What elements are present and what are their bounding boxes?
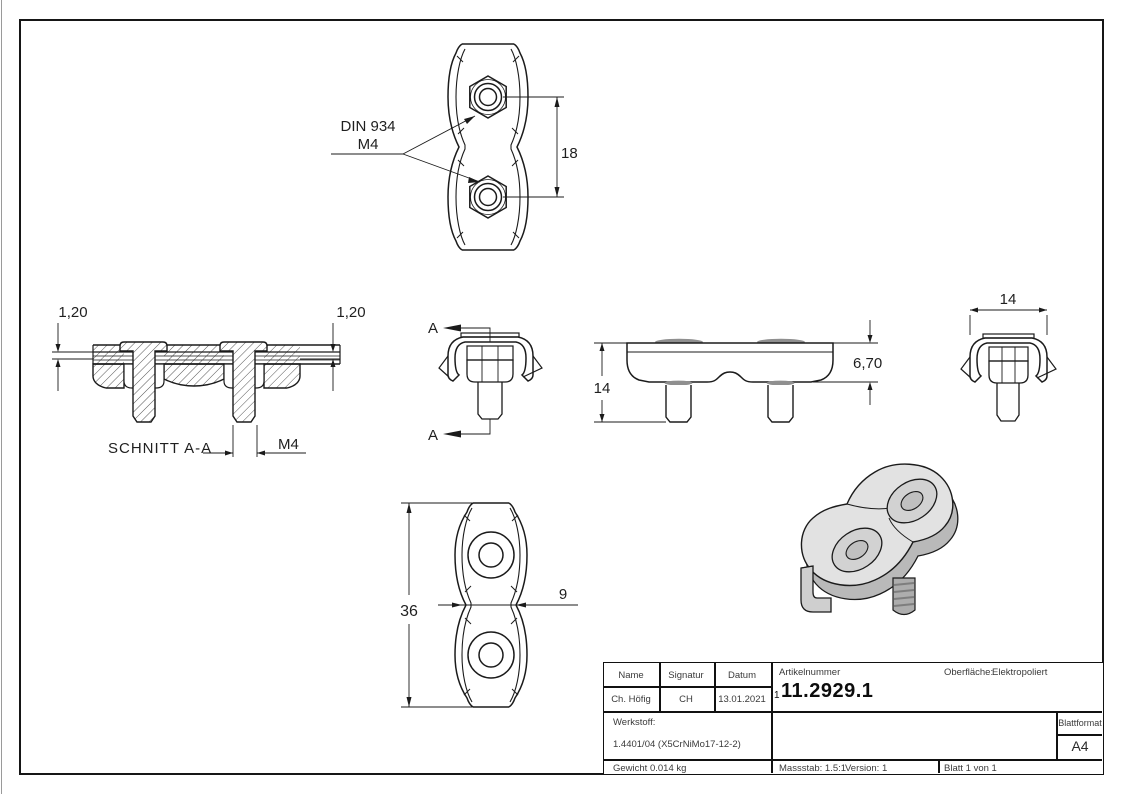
top-view-notches	[456, 55, 520, 239]
dim-120-left-arrow-bottom	[55, 359, 61, 367]
tb-werkstoff-value: 1.4401/04 (X5CrNiMo17-12-2)	[613, 739, 741, 750]
tb-header-datum: Datum	[728, 670, 756, 681]
cut-direction-view: A A	[428, 320, 543, 444]
title-block: Name Signatur Datum Ch. Höfig CH 13.01.2…	[603, 662, 1104, 775]
tb-header-signatur: Signatur	[668, 670, 704, 681]
bolt-section-left	[119, 341, 168, 423]
hex-nut-upper	[469, 75, 507, 119]
tb-blatt: Blatt 1 von 1	[944, 763, 997, 774]
dim-14-front-arrow-bottom	[599, 414, 605, 422]
tb-value-name: Ch. Höfig	[611, 694, 651, 705]
dim-120-right-lines	[300, 323, 340, 391]
window-edge-line	[1, 0, 2, 794]
tb-oberflaeche-value: Elektropoliert	[992, 667, 1048, 678]
dim-9-arrow-left	[452, 602, 462, 608]
dim-14-side-arrow-right	[1039, 307, 1047, 313]
dim-670-text: 6,70	[853, 355, 882, 372]
tb-hline-4	[1056, 734, 1102, 736]
top-view: DIN 934 M4 18	[331, 43, 578, 251]
tb-artikelnummer-label: Artikelnummer	[779, 667, 841, 678]
dim-36-text: 36	[400, 603, 418, 620]
dim-120-left-arrow-top	[55, 344, 61, 352]
cut-marker-bottom: A	[428, 427, 438, 444]
drawing-frame	[19, 19, 1104, 775]
dim-9-arrow-right	[516, 602, 526, 608]
dim-18-lines	[503, 96, 564, 198]
din-leader-lines	[331, 115, 481, 183]
dim-9-text: 9	[559, 586, 567, 603]
tb-value-datum: 13.01.2021	[718, 694, 766, 705]
dim-m4-text: M4	[278, 436, 299, 453]
tb-value-signatur: CH	[679, 694, 693, 705]
dim-120-right-text: 1,20	[336, 304, 365, 321]
cut-marker-top: A	[428, 320, 438, 337]
tb-vline-4	[938, 759, 940, 773]
dim-670-lines	[813, 320, 878, 405]
iso-view	[800, 463, 959, 616]
tb-hline-1	[604, 686, 771, 688]
dim-120-right-arrow-bottom	[330, 359, 336, 367]
dim-36-lines	[401, 502, 473, 708]
tb-version: Version: 1	[845, 763, 888, 774]
tb-artikelnummer-prefix: 1	[774, 690, 780, 701]
top-view-outline	[447, 43, 529, 251]
front-view: 14 6,70	[594, 320, 882, 423]
tb-werkstoff-label: Werkstoff:	[613, 717, 656, 728]
dim-120-right-arrow-top	[330, 344, 336, 352]
dim-670-arrow-bottom	[867, 382, 873, 390]
din-label-line1: DIN 934	[340, 118, 395, 135]
tb-hline-2	[604, 711, 1102, 713]
dim-120-left-text: 1,20	[58, 304, 87, 321]
dim-36-arrow-top	[406, 503, 412, 513]
tb-massstab: Massstab: 1.5:1	[779, 763, 847, 774]
dim-120-left-lines	[52, 323, 93, 391]
dim-14-front-arrow-top	[599, 343, 605, 351]
hex-nut-lower	[469, 175, 507, 219]
cut-arrow-top	[443, 324, 461, 332]
tb-vline-3	[771, 663, 773, 773]
dim-14-front-text: 14	[594, 380, 611, 397]
tb-header-name: Name	[618, 670, 644, 681]
clamp-profile	[438, 332, 543, 420]
dim-670-arrow-top	[867, 335, 873, 343]
cut-line	[461, 327, 491, 435]
dim-14-side-text: 14	[1000, 291, 1017, 308]
dim-14-side-arrow-left	[970, 307, 978, 313]
tb-hline-3	[604, 759, 1102, 761]
side-clamp-profile	[960, 333, 1057, 422]
dim-18-arrow-bottom	[554, 187, 560, 197]
iso-bolt	[892, 577, 916, 616]
section-title: SCHNITT A-A	[108, 440, 212, 457]
dim-m4-arrow-right	[257, 450, 265, 456]
dim-m4-arrow-left	[225, 450, 233, 456]
tb-gewicht: Gewicht 0.014 kg	[613, 763, 687, 774]
front-body	[626, 338, 834, 423]
leader-arrow-lower	[468, 177, 480, 183]
body-section	[92, 363, 301, 389]
dim-36-arrow-bottom	[406, 697, 412, 707]
tb-oberflaeche-label: Oberfläche:	[944, 667, 994, 678]
side-view: 14	[960, 291, 1057, 422]
dim-18-arrow-top	[554, 97, 560, 107]
section-view: 1,20 1,20 M4 SCHNITT A-A	[52, 304, 366, 457]
bottom-view: 36 9	[400, 502, 578, 708]
bolt-section-right	[219, 341, 268, 423]
iso-hook	[800, 565, 832, 613]
iso-clip-body	[800, 463, 959, 601]
tb-blattformat-label: Blattformat	[1058, 718, 1102, 728]
tb-blattformat-value: A4	[1071, 738, 1089, 754]
leader-arrow-upper	[464, 116, 475, 124]
din-label-line2: M4	[358, 136, 379, 153]
bottom-view-notches	[463, 514, 519, 696]
tb-artikelnummer-value: 11.2929.1	[781, 680, 874, 702]
dim-14-side-lines	[969, 309, 1048, 335]
dim-18-text: 18	[561, 145, 578, 162]
cut-arrow-bottom	[443, 430, 461, 438]
